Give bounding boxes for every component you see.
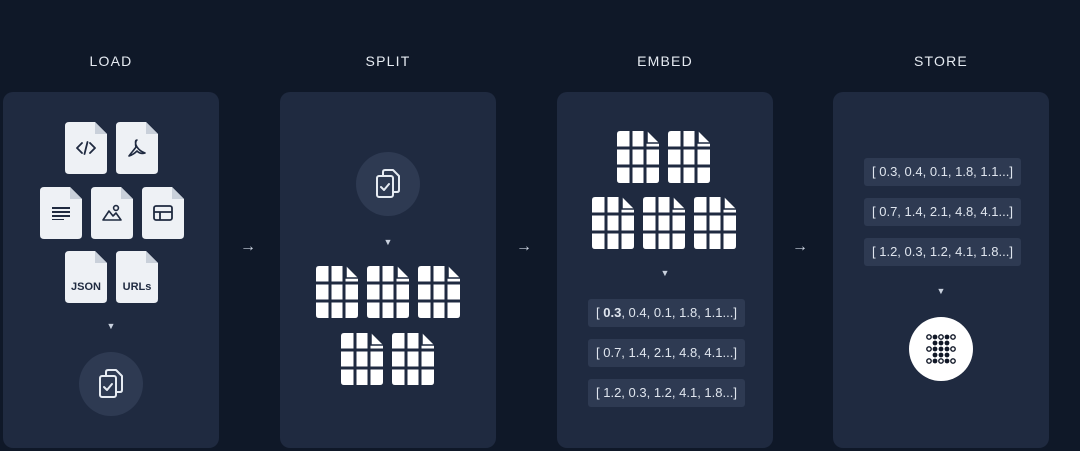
chunk-grid-icon	[668, 131, 710, 183]
split-panel: ▼	[280, 92, 496, 448]
table-file-icon	[142, 187, 184, 239]
image-file-icon	[91, 187, 133, 239]
urls-file-icon: URLs	[116, 251, 158, 303]
vector-open-bracket: [	[596, 385, 604, 400]
chunk-grid-icon	[392, 333, 434, 385]
text-file-icon	[40, 187, 82, 239]
down-arrow-icon: ▼	[660, 268, 670, 278]
vector-values: 1.2, 0.3, 1.2, 4.1, 1.8...]	[603, 385, 737, 400]
chunk-grid-icon	[367, 266, 409, 318]
vector-open-bracket: [	[596, 345, 604, 360]
stage-title-store: STORE	[914, 53, 968, 69]
vector-highlight-value: 0.3	[603, 305, 622, 320]
embed-panel: ▼ [ 0.3, 0.4, 0.1, 1.8, 1.1...] [ 0.7, 1…	[557, 92, 773, 448]
arrow-embed-to-store: →	[792, 238, 808, 255]
stage-title-split: SPLIT	[365, 53, 411, 69]
stage-title-embed: EMBED	[637, 53, 693, 69]
stored-vector: [ 0.3, 0.4, 0.1, 1.8, 1.1...]	[864, 158, 1021, 186]
embedding-vector: [ 0.3, 0.4, 0.1, 1.8, 1.1...]	[588, 299, 745, 327]
pdf-file-icon	[116, 122, 158, 174]
down-arrow-icon: ▼	[936, 286, 946, 296]
chunk-grid-icon	[643, 197, 685, 249]
chunk-grid-icon	[592, 197, 634, 249]
chunk-grid-icon	[694, 197, 736, 249]
json-file-icon: JSON	[65, 251, 107, 303]
arrow-split-to-embed: →	[516, 238, 532, 255]
embedding-vector: [ 0.7, 1.4, 2.1, 4.8, 4.1...]	[588, 339, 745, 367]
stored-vector: [ 0.7, 1.4, 2.1, 4.8, 4.1...]	[864, 198, 1021, 226]
chunk-grid-icon	[316, 266, 358, 318]
down-arrow-icon: ▼	[106, 321, 116, 331]
arrow-load-to-split: →	[240, 238, 256, 255]
vector-store-icon	[909, 317, 973, 381]
documents-icon	[356, 152, 420, 216]
load-panel: JSON URLs ▼	[3, 92, 219, 448]
vector-values: , 0.4, 0.1, 1.8, 1.1...]	[621, 305, 737, 320]
json-file-label: JSON	[71, 281, 101, 293]
stored-vector: [ 1.2, 0.3, 1.2, 4.1, 1.8...]	[864, 238, 1021, 266]
chunk-grid-icon	[617, 131, 659, 183]
embedding-vector: [ 1.2, 0.3, 1.2, 4.1, 1.8...]	[588, 379, 745, 407]
urls-file-label: URLs	[122, 281, 152, 293]
chunk-grid-icon	[418, 266, 460, 318]
vector-open-bracket: [	[596, 305, 604, 320]
stage-title-load: LOAD	[89, 53, 133, 69]
documents-icon	[79, 352, 143, 416]
down-arrow-icon: ▼	[383, 237, 393, 247]
code-file-icon	[65, 122, 107, 174]
chunk-grid-icon	[341, 333, 383, 385]
vector-values: 0.7, 1.4, 2.1, 4.8, 4.1...]	[603, 345, 737, 360]
store-panel: [ 0.3, 0.4, 0.1, 1.8, 1.1...] [ 0.7, 1.4…	[833, 92, 1049, 448]
